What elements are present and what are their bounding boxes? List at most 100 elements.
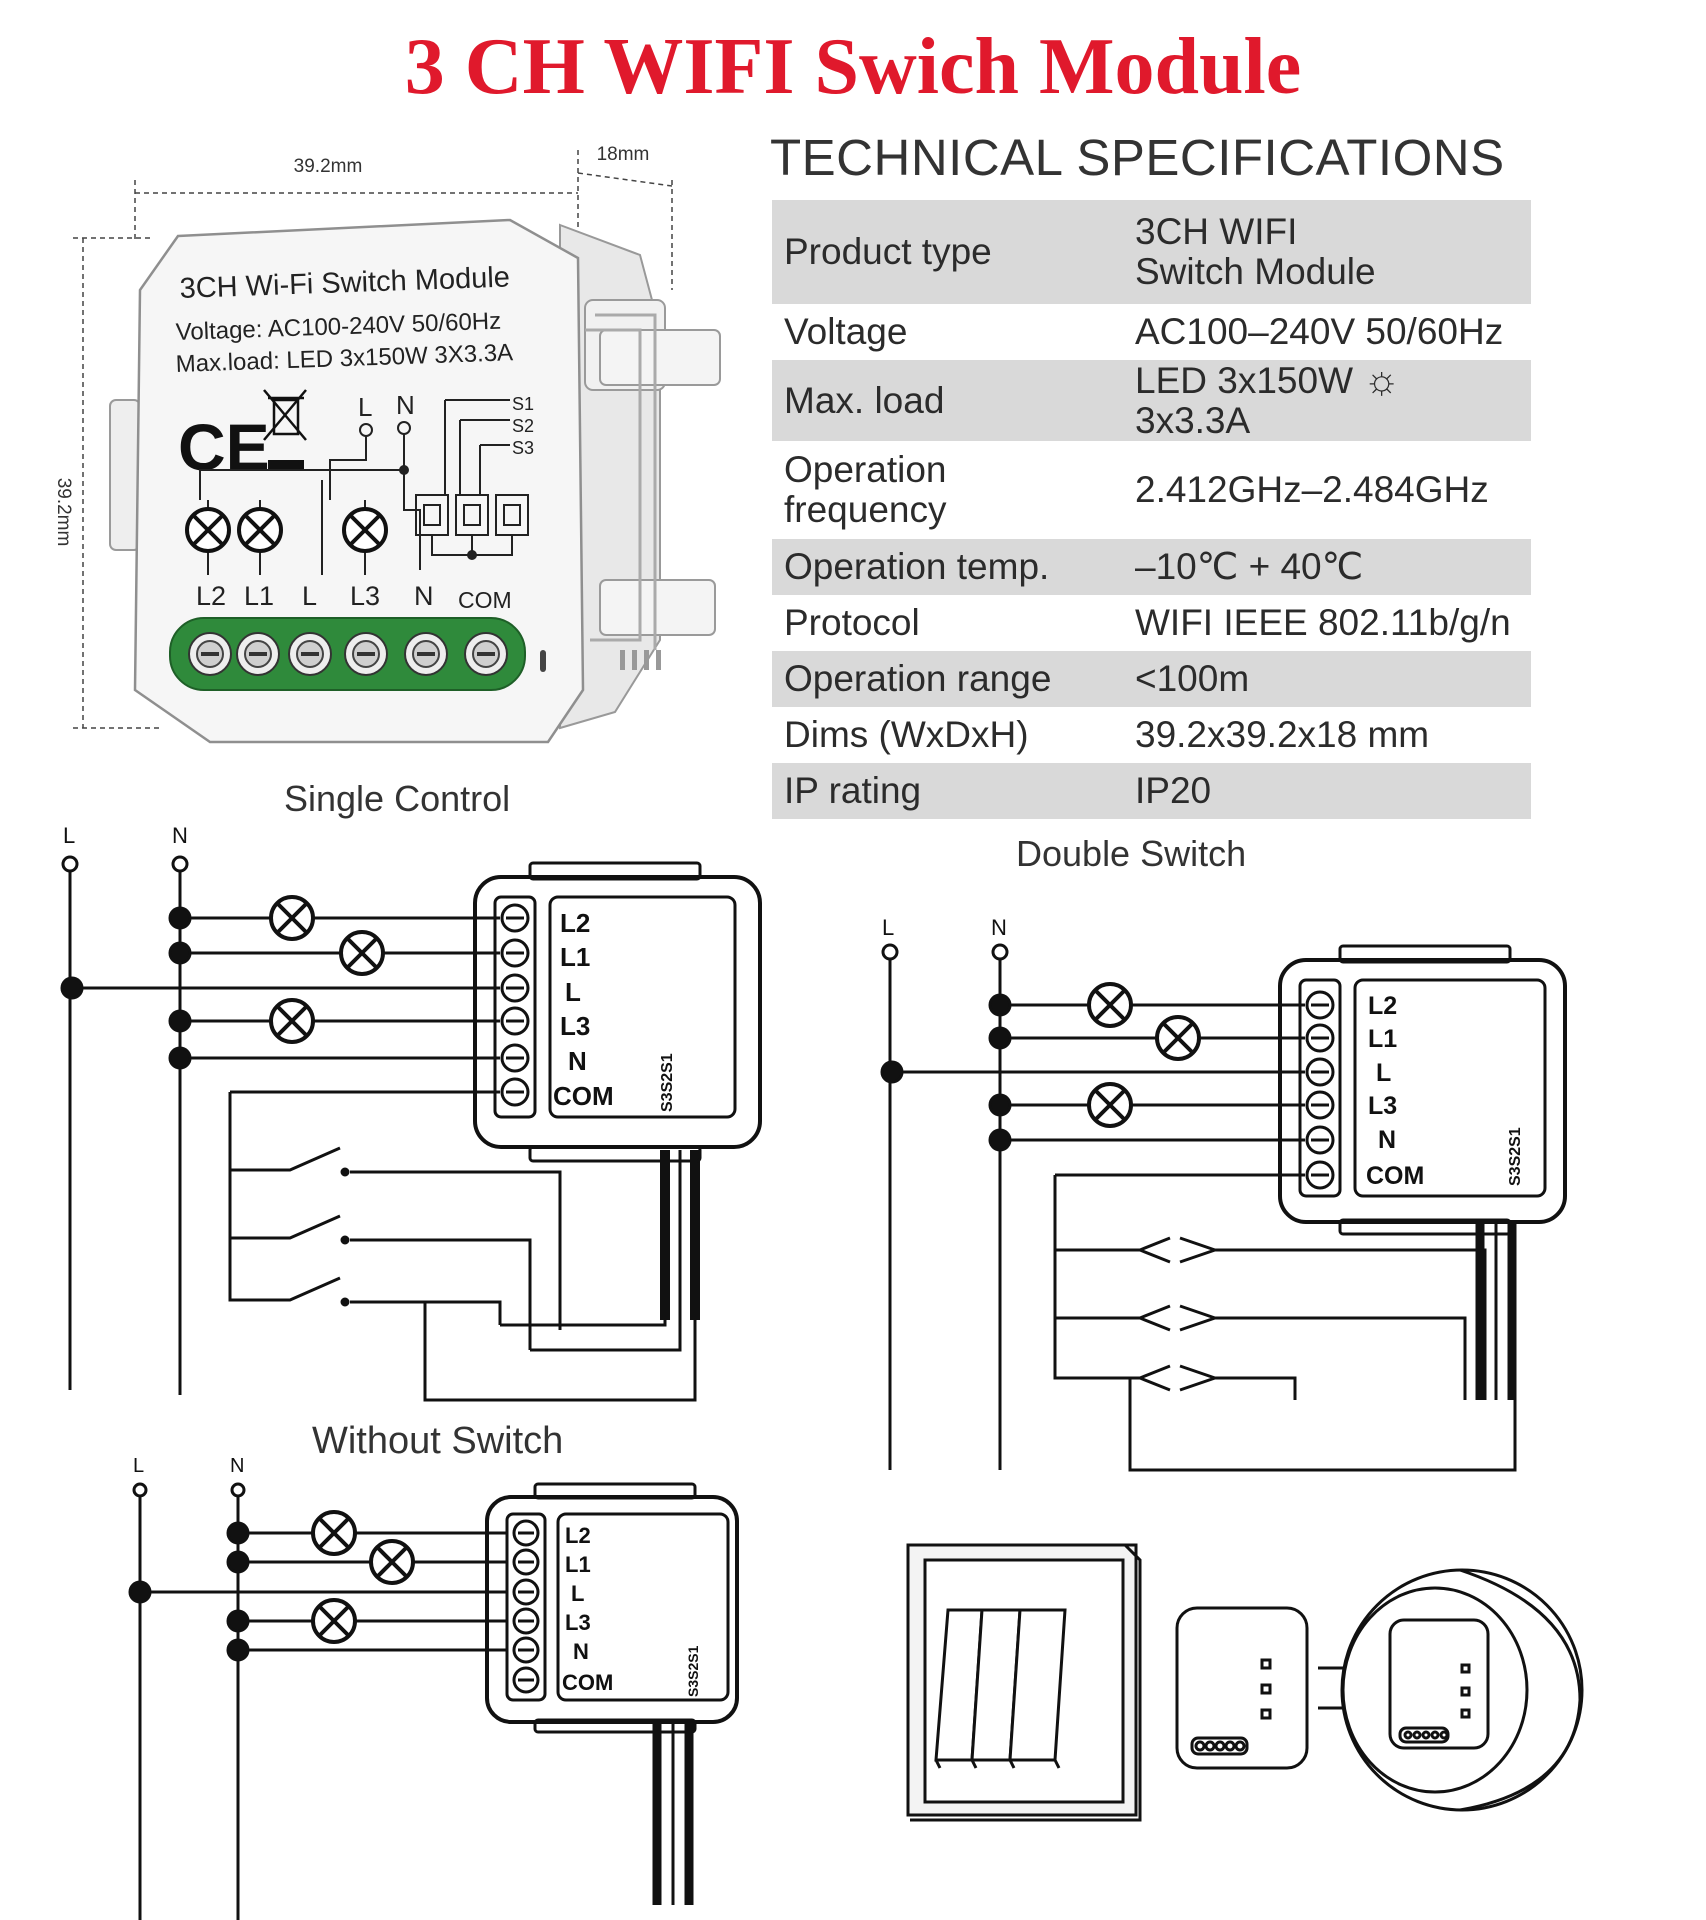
spec-value: 39.2x39.2x18 mm <box>1135 714 1430 755</box>
sc-terminal-L2: L2 <box>560 908 590 938</box>
spec-value-line2: Switch Module <box>1135 251 1376 292</box>
label-s1: S1 <box>512 394 534 414</box>
spec-value: 2.412GHz–2.484GHz <box>1135 469 1489 510</box>
label-s3: S3 <box>512 438 534 458</box>
ws-terminal-COM: COM <box>562 1670 613 1695</box>
label-top-N: N <box>396 390 415 420</box>
spec-value-line1: 3CH WIFI <box>1135 211 1298 252</box>
sc-terminal-N: N <box>568 1046 587 1076</box>
without-switch-module-labels: L2 L1 L L3 N COM S3S2S1 L N <box>133 1455 701 1697</box>
spec-row-max-load: Max. load LED 3x150W ☼ 3x3.3A <box>772 360 1531 441</box>
ds-line-N: N <box>991 915 1007 940</box>
without-switch-caption: Without Switch <box>312 1420 564 1462</box>
label-s2: S2 <box>512 416 534 436</box>
without-switch-screws <box>512 1519 540 1694</box>
product-terminal-labels: L2 L1 L L3 N COM <box>196 581 512 613</box>
ds-terminal-L3: L3 <box>1368 1092 1397 1120</box>
product-terminal-L3: L3 <box>350 581 380 611</box>
dim-height-label: 39.2mm <box>53 478 74 547</box>
spec-value: <100m <box>1127 651 1531 707</box>
spec-row-temp: Operation temp. –10℃ + 40℃ <box>772 539 1531 595</box>
specs-heading: TECHNICAL SPECIFICATIONS <box>770 129 1505 186</box>
label-schematic: L N S1 S2 S3 <box>199 390 534 575</box>
spec-value: 3CH WIFI Switch Module <box>1127 200 1531 304</box>
spec-value: IP20 <box>1127 763 1531 819</box>
ws-line-N: N <box>230 1455 244 1477</box>
ds-terminal-COM: COM <box>1366 1162 1424 1190</box>
diagram-single-control <box>60 855 762 1402</box>
product-terminal-L: L <box>302 581 317 611</box>
spec-row-product-type: Product type 3CH WIFI Switch Module <box>772 200 1531 304</box>
sc-line-N: N <box>172 823 188 848</box>
dim-width-label: 39.2mm <box>294 156 363 177</box>
spec-row-dims: Dims (WxDxH) 39.2x39.2x18 mm <box>772 707 1531 763</box>
spec-row-ip: IP rating IP20 <box>772 763 1531 819</box>
spec-value: WIFI IEEE 802.11b/g/n <box>1135 602 1511 643</box>
spec-value-current: 3x3.3A <box>1135 400 1251 441</box>
bulb-sun-icon: ☼ <box>1363 358 1400 402</box>
single-control-module-labels: L2 L1 L L3 N COM S3S2S1 L N <box>63 823 676 1112</box>
wire-stubs <box>620 650 661 670</box>
diagram-double-switch <box>880 943 1567 1472</box>
single-control-screws <box>500 903 530 1107</box>
spec-label: Voltage <box>784 311 908 352</box>
spec-label-line1: Operation <box>784 449 947 490</box>
product-terminal-L1: L1 <box>244 581 274 611</box>
spec-label-line2: frequency <box>784 489 947 530</box>
sc-terminal-COM: COM <box>553 1081 614 1111</box>
spec-label: Operation frequency <box>772 441 1127 539</box>
product-terminal-L2: L2 <box>196 581 226 611</box>
ds-terminal-L2: L2 <box>1368 992 1397 1020</box>
spec-value: LED 3x150W ☼ 3x3.3A <box>1127 360 1531 441</box>
ws-terminal-L2: L2 <box>565 1523 591 1548</box>
spec-row-voltage: Voltage AC100–240V 50/60Hz <box>772 304 1531 360</box>
sc-line-L: L <box>63 823 75 848</box>
ws-terminal-L1: L1 <box>565 1552 591 1577</box>
ws-line-L: L <box>133 1455 144 1477</box>
spec-label: Dims (WxDxH) <box>784 714 1029 755</box>
ce-mark: CE <box>178 410 270 484</box>
spec-value: AC100–240V 50/60Hz <box>1135 311 1504 352</box>
sc-terminal-L: L <box>565 977 581 1007</box>
double-switch-screws <box>1305 990 1335 1190</box>
ws-terminal-L3: L3 <box>565 1610 591 1635</box>
double-switch-module-labels: L2 L1 L L3 N COM S3S2S1 L N <box>882 915 1524 1190</box>
diagram-without-switch <box>128 1482 739 1920</box>
double-switch-caption: Double Switch <box>1016 833 1247 874</box>
ws-switch-text: S3S2S1 <box>685 1645 701 1697</box>
ds-switch-text: S3S2S1 <box>1507 1127 1524 1186</box>
ds-terminal-N: N <box>1378 1126 1396 1154</box>
page-title: 3 CH WIFI Swich Module <box>404 23 1302 111</box>
dim-line-depth <box>577 172 673 187</box>
spec-label: Product type <box>772 200 1127 304</box>
spec-label: Operation range <box>772 651 1127 707</box>
spec-value-led: LED 3x150W <box>1135 360 1353 401</box>
weee-bin-icon <box>263 389 307 469</box>
spec-label: Operation temp. <box>772 539 1127 595</box>
single-control-caption: Single Control <box>284 778 511 819</box>
spec-label: IP rating <box>772 763 1127 819</box>
product-terminal-N: N <box>414 581 434 611</box>
ds-terminal-L: L <box>1376 1059 1391 1087</box>
ds-line-L: L <box>882 915 894 940</box>
product-terminal-COM: COM <box>458 587 512 613</box>
sc-switch-text: S3S2S1 <box>659 1053 676 1112</box>
terminal-block <box>169 617 526 691</box>
label-top-L: L <box>358 392 372 422</box>
ws-terminal-N: N <box>573 1639 589 1664</box>
ws-terminal-L: L <box>571 1581 584 1606</box>
ds-terminal-L1: L1 <box>1368 1025 1397 1053</box>
sc-terminal-L3: L3 <box>560 1011 590 1041</box>
spec-row-frequency: Operation frequency 2.412GHz–2.484GHz <box>772 441 1531 539</box>
spec-label: Protocol <box>784 602 920 643</box>
spec-row-protocol: Protocol WIFI IEEE 802.11b/g/n <box>772 595 1531 651</box>
spec-label: Max. load <box>772 360 1127 441</box>
spec-value: –10℃ + 40℃ <box>1127 539 1531 595</box>
product-illustration: 39.2mm 18mm 39.2mm 3CH Wi-Fi Switch Modu… <box>53 144 721 744</box>
installation-illustration <box>906 1543 1584 1822</box>
sc-terminal-L1: L1 <box>560 942 590 972</box>
spec-row-range: Operation range <100m <box>772 651 1531 707</box>
specs-table: Product type 3CH WIFI Switch Module Volt… <box>772 200 1531 819</box>
dim-depth-label: 18mm <box>597 144 650 165</box>
